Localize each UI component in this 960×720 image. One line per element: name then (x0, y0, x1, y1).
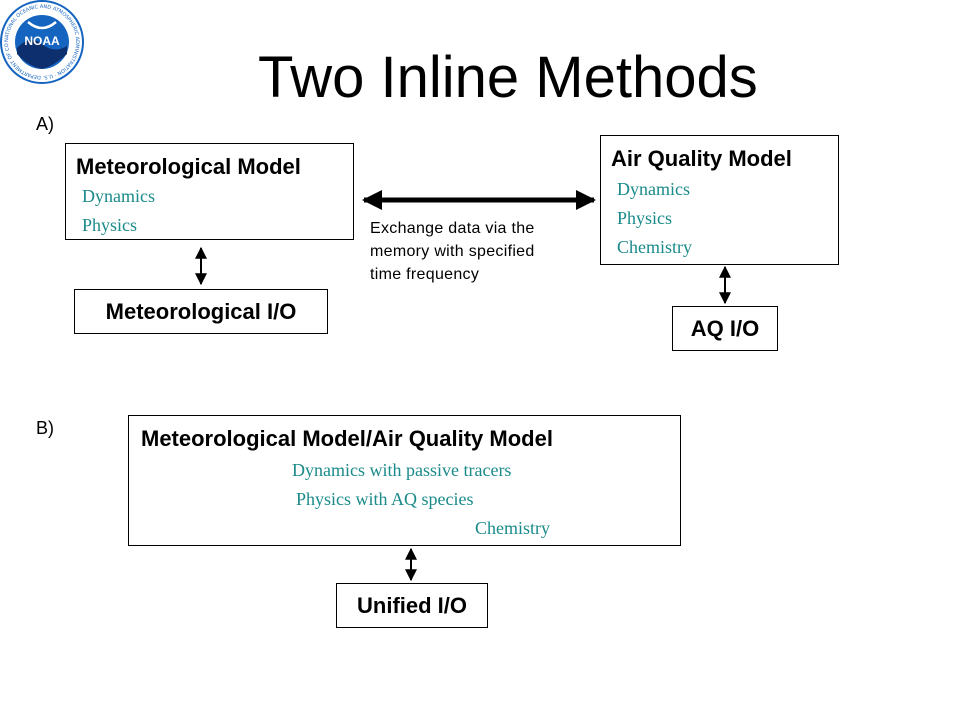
aq-chemistry-label: Chemistry (617, 237, 692, 257)
aq-io-box: AQ I/O (672, 306, 778, 351)
combined-model-title: Meteorological Model/Air Quality Model (141, 426, 553, 451)
meteorological-model-box: Meteorological Model Dynamics Physics (65, 143, 354, 240)
noaa-logo-text: NOAA (24, 34, 60, 48)
met-physics-label: Physics (82, 215, 138, 235)
combined-dynamics-label: Dynamics with passive tracers (292, 460, 512, 480)
exchange-note-line: Exchange data via the (370, 220, 535, 237)
exchange-note: Exchange data via the memory with specif… (370, 217, 535, 286)
exchange-note-line: time frequency (370, 266, 480, 283)
combined-model-box: Meteorological Model/Air Quality Model D… (128, 415, 681, 546)
meteorological-io-box: Meteorological I/O (74, 289, 328, 334)
page-title: Two Inline Methods (258, 45, 758, 110)
air-quality-model-box: Air Quality Model Dynamics Physics Chemi… (600, 135, 839, 265)
combined-physics-label: Physics with AQ species (296, 489, 474, 509)
air-quality-model-title: Air Quality Model (611, 146, 792, 171)
met-dynamics-label: Dynamics (82, 186, 155, 206)
noaa-logo-graphic: NATIONAL OCEANIC AND ATMOSPHERIC ADMINIS… (0, 0, 84, 84)
combined-chemistry-label: Chemistry (475, 518, 550, 538)
aq-dynamics-label: Dynamics (617, 179, 690, 199)
section-a-label: A) (36, 114, 54, 134)
section-b-label: B) (36, 418, 54, 438)
exchange-note-line: memory with specified (370, 243, 535, 260)
unified-io-box: Unified I/O (336, 583, 488, 628)
meteorological-model-title: Meteorological Model (76, 154, 301, 179)
noaa-logo: NATIONAL OCEANIC AND ATMOSPHERIC ADMINIS… (0, 0, 84, 84)
aq-physics-label: Physics (617, 208, 673, 228)
